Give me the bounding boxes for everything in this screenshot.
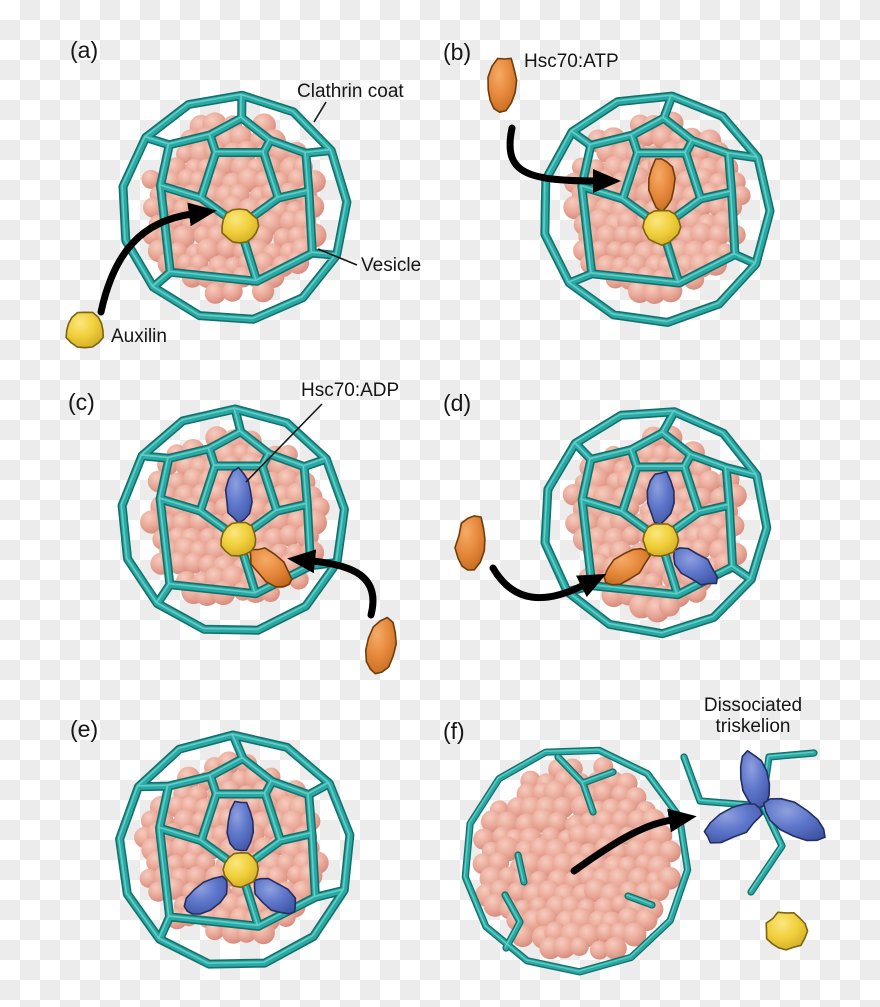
label-vesicle: Vesicle [361, 255, 422, 276]
panel-f-letter: (f) [443, 718, 465, 744]
step-arrow [489, 564, 607, 602]
panel-e [115, 730, 355, 969]
panel-a-letter: (a) [70, 37, 99, 63]
panel-a [65, 90, 358, 349]
label-hsc70-adp: Hsc70:ADP [301, 380, 400, 401]
panel-f [461, 746, 826, 976]
panel-c-letter: (c) [68, 389, 95, 415]
panel-b-letter: (b) [443, 39, 472, 65]
step-arrow [97, 202, 217, 316]
label-dissociated-triskelion: Dissociated triskelion [703, 695, 803, 738]
callout-line [313, 101, 327, 123]
panel-d-letter: (d) [443, 390, 472, 416]
step-arrow [570, 808, 697, 875]
panel-c [117, 403, 397, 675]
label-hsc70-atp: Hsc70:ATP [524, 51, 619, 72]
label-clathrin-coat: Clathrin coat [297, 81, 404, 102]
panel-d [454, 407, 772, 639]
panel-e-letter: (e) [70, 716, 99, 742]
label-auxilin: Auxilin [111, 326, 167, 347]
panel-b [487, 57, 775, 327]
step-arrow [287, 549, 377, 619]
step-arrow [506, 124, 621, 193]
callout-line [245, 403, 323, 483]
callout-line [317, 248, 358, 266]
